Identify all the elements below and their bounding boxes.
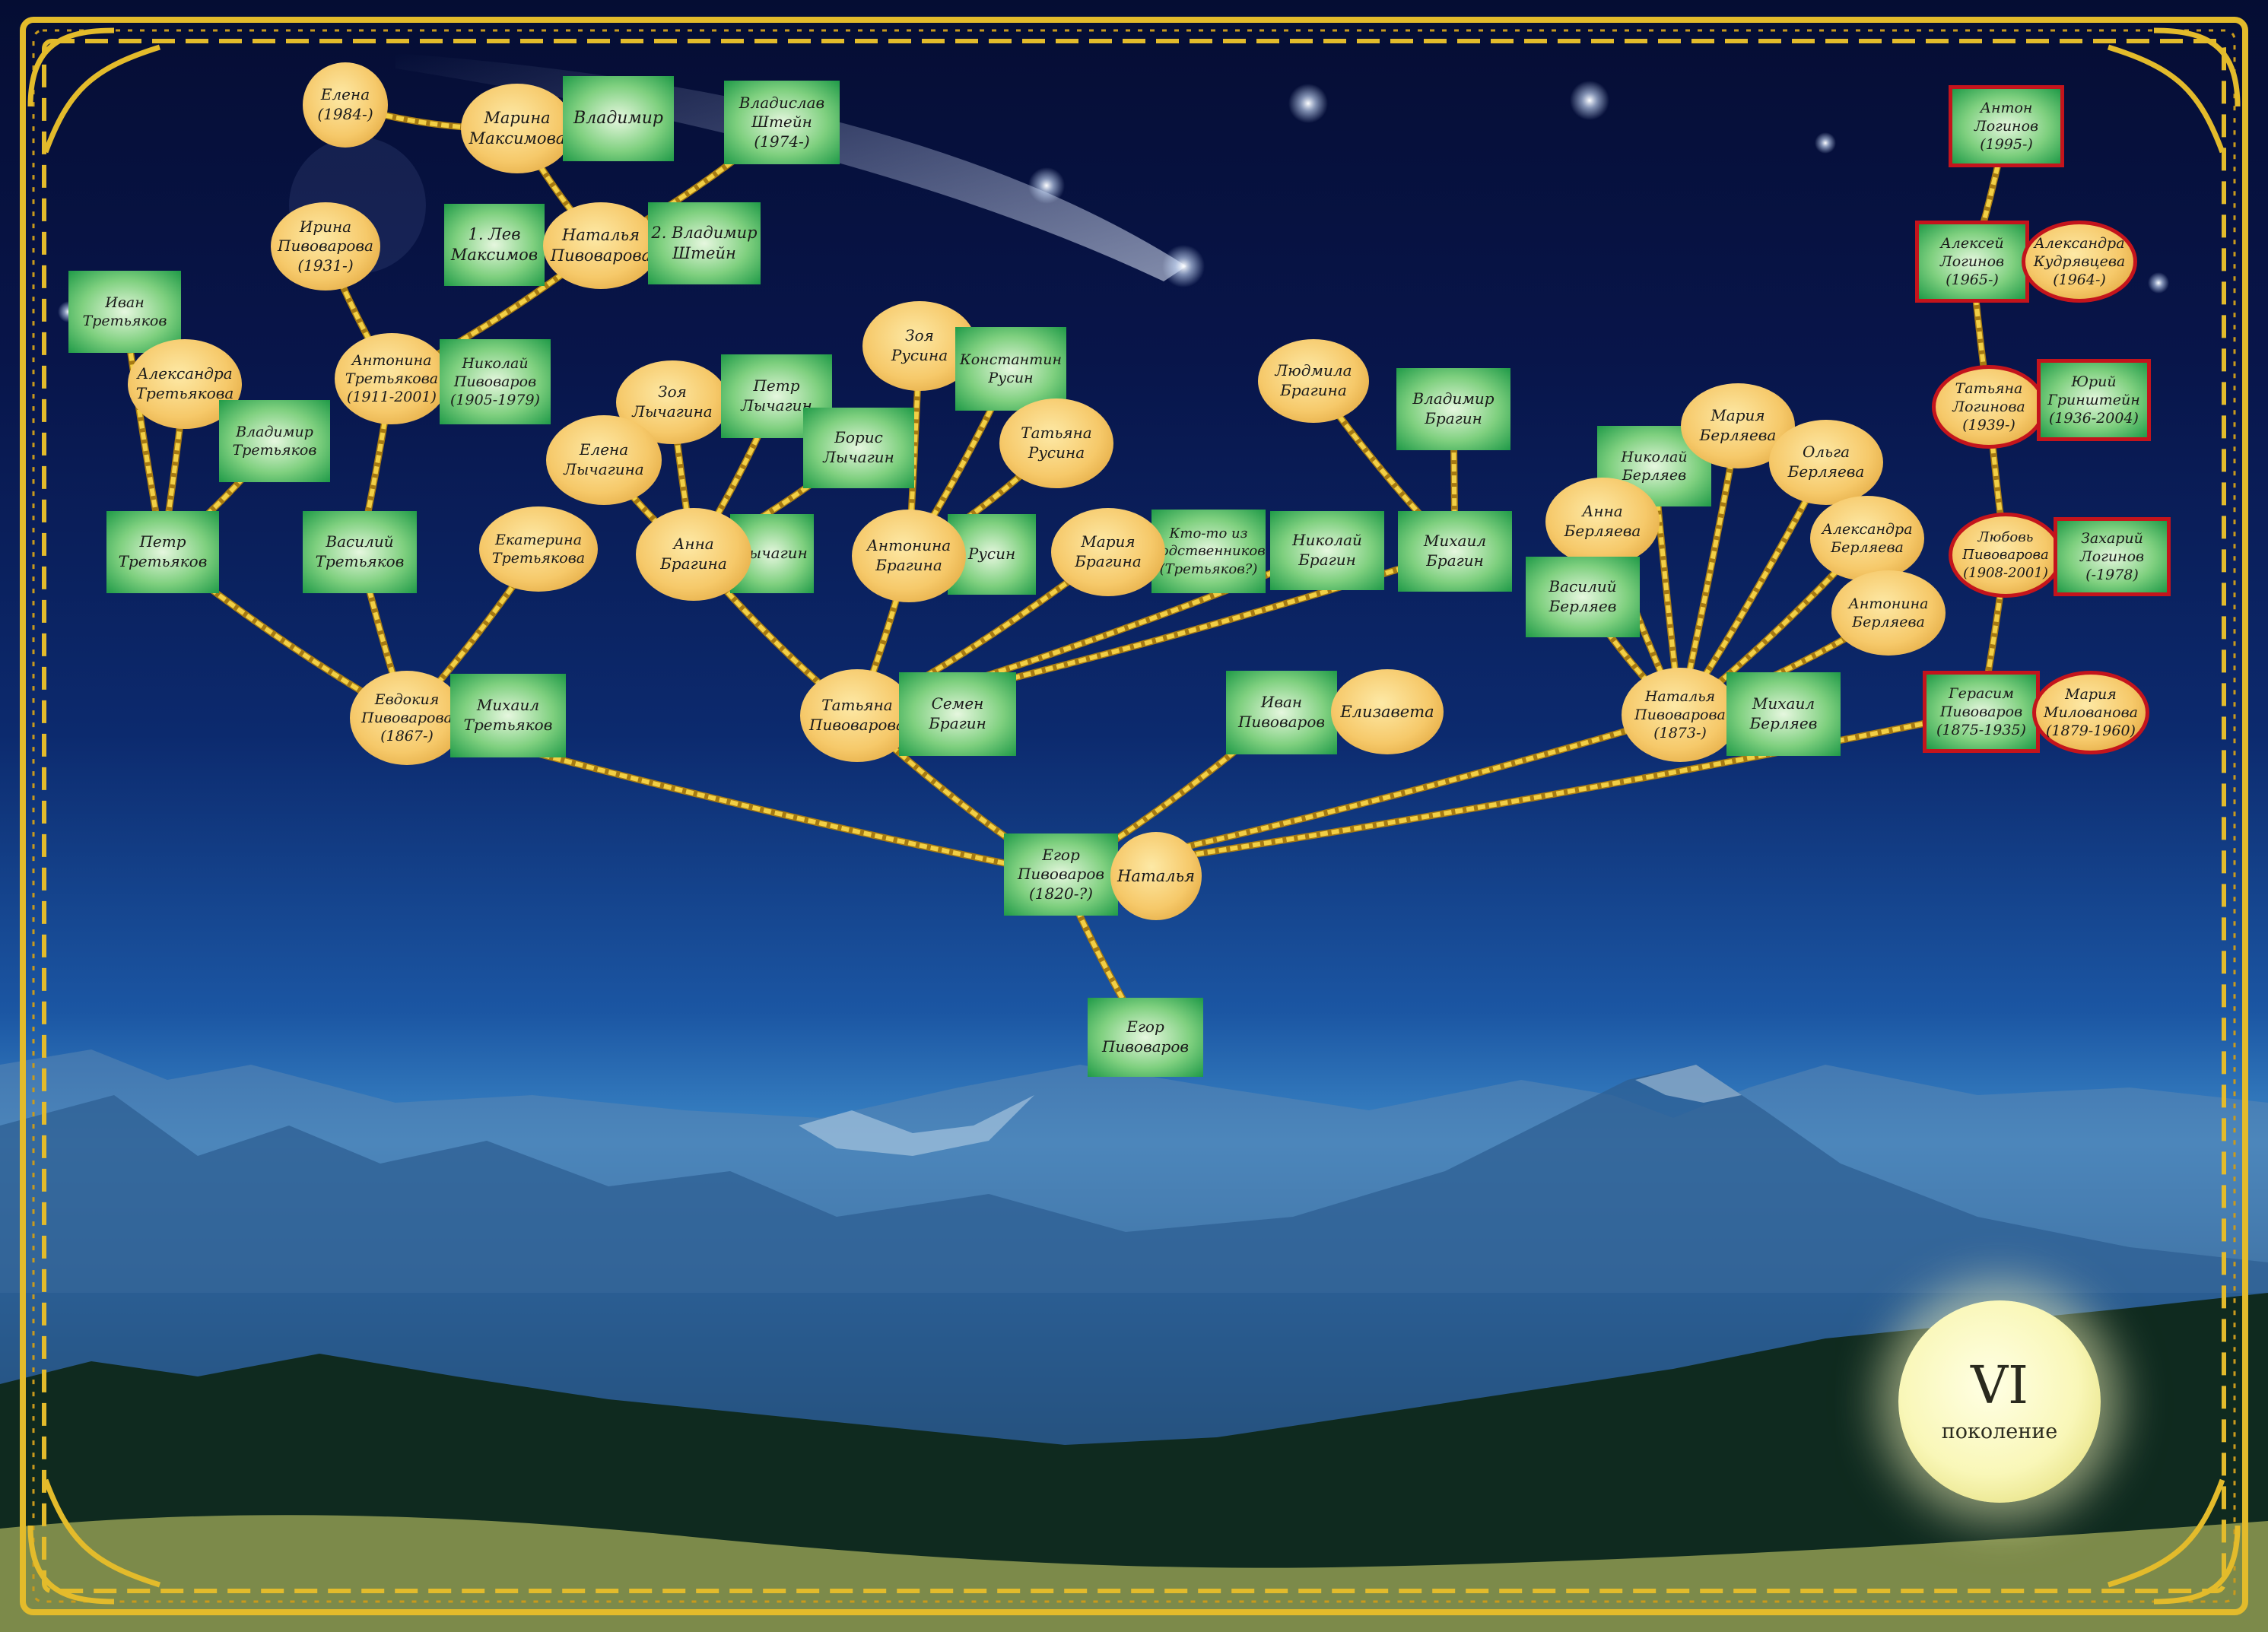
person-node-lyubov-p: Любовь Пивоварова (1908-2001) [1949, 513, 2063, 598]
person-node-gerasim: Герасим Пивоваров (1875-1935) [1923, 671, 2040, 753]
person-node-vladimir-sh: 2. Владимир Штейн [648, 202, 761, 284]
person-node-vladislav: Владислав Штейн (1974-) [724, 81, 840, 164]
person-node-natalya-1873: Наталья Пивоварова (1873-) [1622, 668, 1739, 762]
person-node-elena-l: Елена Лычагина [546, 415, 662, 505]
person-node-natalya-w: Наталья [1110, 832, 1202, 920]
comet-tail [395, 53, 1186, 281]
person-node-mariya-m: Мария Милованова (1879-1960) [2032, 671, 2149, 754]
person-node-lev: 1. Лев Максимов [444, 204, 545, 286]
person-node-anton-l: Антон Логинов (1995-) [1949, 85, 2064, 167]
person-node-boris-l: Борис Лычагин [803, 408, 914, 488]
person-node-tatyana-l: Татьяна Логинова (1939-) [1932, 365, 2046, 449]
person-node-antonina-b: Антонина Брагина [852, 510, 966, 602]
person-node-vladimir-t: Владимир Третьяков [219, 400, 330, 482]
person-node-relatives: Кто-то из родственников (Третьяков?) [1151, 510, 1266, 593]
person-node-tatyana-p: Татьяна Пивоварова [800, 669, 914, 762]
person-node-elena1984: Елена (1984-) [303, 62, 388, 148]
link-chain-egor-1820-gerasim [1060, 710, 1982, 877]
person-node-semen-b: Семен Брагин [899, 672, 1016, 756]
person-node-elizaveta: Елизавета [1331, 669, 1444, 754]
person-node-lyudmila-b: Людмила Брагина [1258, 339, 1369, 423]
person-node-vladimir-m: Владимир [563, 76, 674, 161]
star-5 [1815, 132, 1836, 154]
person-node-antonina-ber: Антонина Берляева [1831, 570, 1946, 656]
ornamental-frame [20, 17, 2248, 1615]
generation-badge: VI поколение [1898, 1300, 2101, 1503]
star-7 [2148, 272, 2169, 294]
person-node-mikhail-b: Михаил Брагин [1398, 511, 1512, 592]
corner-flourish-br [2107, 1478, 2241, 1605]
frame-inner [42, 39, 2226, 1593]
person-node-anna-b: Анна Брагина [636, 508, 751, 601]
person-node-evdokiya: Евдокия Пивоварова (1867-) [350, 671, 464, 765]
link-egor-1820-gerasim [1060, 708, 1982, 878]
person-node-anna-ber: Анна Берляева [1545, 478, 1660, 566]
person-node-zakhariy-l: Захарий Логинов (-1978) [2054, 517, 2171, 596]
person-node-antonina-t: Антонина Третьякова (1911-2001) [335, 333, 449, 424]
person-node-yuriy-g: Юрий Гринштейн (1936-2004) [2037, 359, 2151, 441]
person-node-aleksey-l: Алексей Логинов (1965-) [1915, 221, 2029, 303]
star-3 [1028, 167, 1065, 204]
person-node-nikolay-p: Николай Пивоваров (1905-1979) [440, 339, 551, 424]
person-node-olga-ber: Ольга Берляева [1769, 420, 1883, 505]
mountain-landscape [0, 1049, 2268, 1632]
person-node-ivan-p: Иван Пивоваров [1226, 671, 1337, 754]
person-node-egor-p: Егор Пивоваров [1088, 998, 1203, 1077]
person-node-irina: Ирина Пивоварова (1931-) [271, 202, 380, 291]
frame-outer [20, 17, 2248, 1615]
person-node-vasiliy-t: Василий Третьяков [303, 511, 417, 593]
person-node-petr-l: Петр Лычагин [721, 354, 832, 438]
star-4 [1162, 245, 1205, 287]
meadow [0, 1515, 2268, 1632]
person-node-konstantin-r: Константин Русин [955, 327, 1066, 411]
star-2 [1570, 81, 1609, 120]
generation-label: поколение [1941, 1419, 2058, 1443]
person-node-mikhail-t: Михаил Третьяков [450, 674, 566, 757]
star-1 [1288, 84, 1328, 123]
mountain-range-front [0, 1065, 2268, 1445]
person-node-ivan-t: Иван Третьяков [68, 271, 181, 353]
person-node-vasiliy-ber: Василий Берляев [1526, 557, 1640, 637]
person-node-tatyana-r: Татьяна Русина [999, 398, 1113, 488]
corner-flourish-tr [2107, 27, 2241, 154]
person-node-mariya-b: Мария Брагина [1051, 508, 1165, 596]
person-node-nikolay-b: Николай Брагин [1270, 511, 1384, 590]
generation-numeral: VI [1971, 1355, 2028, 1416]
person-node-aleksandra-k: Александра Кудрявцева (1964-) [2022, 221, 2137, 303]
person-node-ekaterina-t: Екатерина Третьякова [479, 506, 598, 592]
link-chain-antonina-t-natalya-p [390, 243, 602, 381]
person-node-vladimir-b: Владимир Брагин [1396, 368, 1510, 450]
person-node-natalya-p: Наталья Пивоварова [543, 202, 659, 289]
corner-flourish-bl [27, 1478, 161, 1605]
person-node-egor-1820: Егор Пивоваров (1820-?) [1004, 833, 1118, 916]
person-node-petr-t: Петр Третьяков [106, 511, 219, 593]
link-chain-egor-p-egor-1820 [1059, 873, 1148, 1039]
frame-scroll [32, 29, 2236, 1603]
corner-flourish-tl [27, 27, 161, 154]
person-node-marina: Марина Максимова [461, 84, 573, 173]
snow-patches [799, 1065, 1742, 1156]
person-node-mikhail-ber: Михаил Берляев [1726, 672, 1841, 756]
person-node-aleksandra-ber: Александра Берляева [1810, 496, 1924, 581]
